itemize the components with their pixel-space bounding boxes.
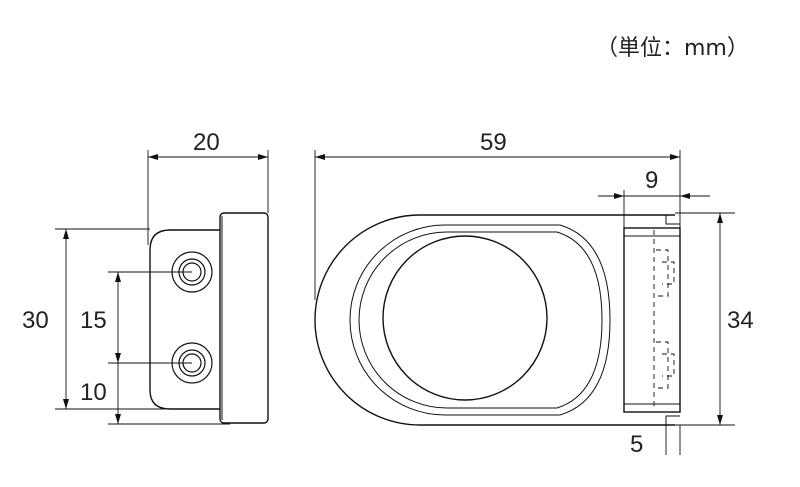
dimension-5-label: 5 [630,431,643,458]
front-view-dial [382,235,548,401]
dimension-20: 20 [147,129,269,245]
dimension-9: 9 [598,167,710,228]
front-view: 59 9 34 5 [314,129,754,458]
front-view-plate [623,227,681,413]
dimension-20-label: 20 [193,129,220,156]
dimension-34-label: 34 [727,307,754,334]
dimension-59: 59 [314,129,681,300]
side-view: 20 30 15 [22,129,269,425]
dimension-10-label: 10 [80,379,107,406]
dimension-30-label: 30 [22,307,49,334]
dimension-9-label: 9 [645,167,658,194]
dimension-15: 15 [80,271,192,364]
side-view-cap [219,212,269,424]
dimension-10: 10 [80,363,230,425]
dimension-34: 34 [675,212,754,426]
dimension-5: 5 [630,425,681,458]
front-view-boss [349,224,611,416]
dimension-15-label: 15 [80,307,107,334]
dimension-30: 30 [22,228,165,410]
dimension-59-label: 59 [480,129,507,156]
unit-note: （単位：mm） [596,36,749,61]
